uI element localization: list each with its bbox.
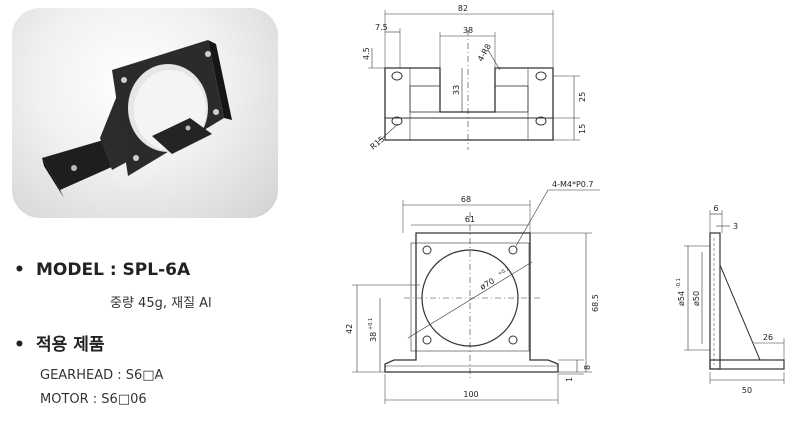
top-view-pocket-left [409,85,441,113]
dim-4-5-label: 4.5 [362,47,371,60]
flange-hole-tl [121,77,127,83]
dim-6-label: 6 [713,204,718,213]
front-view-hole-tr [508,245,518,255]
callout-m4-label: 4-M4*P0.7 [552,180,594,189]
bullet-marker: • [14,335,25,355]
top-view-pocket-right [494,85,529,113]
model-row: • MODEL : SPL-6A [14,260,190,280]
dim-42-label: 42 [345,324,354,334]
top-view [368,10,580,150]
dim-phi54-tol: -0.1 [676,278,682,288]
product-photo-panel [12,8,278,218]
dim-r8-label: 4-R8 [476,42,493,63]
dim-38-front-tol: +0.1 [368,318,374,330]
bracket-photo [42,40,232,198]
dim-3-label: 3 [733,222,738,231]
dim-50-label: 50 [742,386,752,395]
dim-phi50-label: ø50 [692,291,701,306]
dim-r8-leader [487,49,501,71]
dim-phi70-line [407,261,533,339]
dim-61-label: 61 [465,215,475,224]
side-view-base [709,359,785,370]
dim-phi70-group: ø70 +0.1 [479,266,511,292]
foot-hole [71,165,77,171]
bracket-foot-edge [42,158,64,198]
dim-8-label: 8 [583,365,592,370]
dim-26-label: 26 [763,333,773,342]
dim-68-5-label: 68.5 [591,294,600,312]
applicable-heading: 적용 제품 [36,335,105,355]
flange-hole-br [213,109,219,115]
dim-82-label: 82 [458,4,468,13]
front-view-hole-bl [422,335,432,345]
bracket-flange-edge [208,40,232,120]
dim-68-top-label: 68 [461,195,471,204]
rear-foot-hole [185,125,191,131]
dim-15-label: 15 [578,124,587,134]
dim-phi70-tol: +0.1 [497,266,511,277]
dim-7-5-label: 7.5 [375,23,388,32]
motor-label: MOTOR : S6□06 [40,392,147,407]
applicable-row: • 적용 제품 [14,330,104,355]
front-view-hole-br [508,335,518,345]
dim-1-label: 1 [565,377,574,382]
side-view-plate [709,232,721,370]
front-view-hole-tl [422,245,432,255]
front-view [352,189,600,404]
top-view-hole-br [535,116,547,126]
bullet-marker: • [14,260,25,280]
top-view-hole-tl [391,71,403,81]
callout-m4-leader [515,189,549,247]
dim-phi54-label: ø54 [677,291,686,306]
dim-38-front-label: 38 [369,332,378,342]
side-view [684,210,785,384]
dim-phi54-group: ø54 -0.1 [676,278,686,306]
top-view-hole-tr [535,71,547,81]
dim-38-top-label: 38 [463,26,473,35]
model-label: MODEL : SPL-6A [36,260,191,280]
flange-hole-tr [205,51,211,57]
side-view-gusset [719,264,761,361]
flange-hole-bl [133,155,139,161]
dim-25-label: 25 [578,92,587,102]
spec-line: 중량 45g, 재질 Al [110,296,212,311]
dim-38-front-group: 38 +0.1 [368,318,378,342]
bracket-foot-rear [152,118,212,154]
dim-33-label: 33 [452,85,461,95]
dim-100-label: 100 [463,390,478,399]
gearhead-label: GEARHEAD : S6□A [40,368,164,383]
dim-r15-leader [377,123,399,143]
